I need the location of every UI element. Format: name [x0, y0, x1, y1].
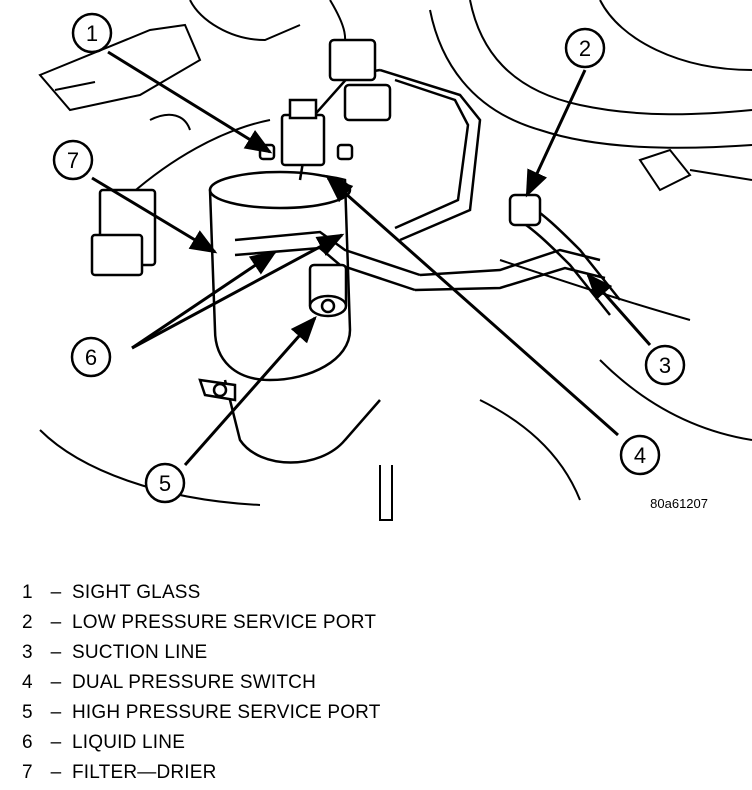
arrow-3 — [586, 272, 652, 346]
arrow-1 — [107, 50, 273, 154]
svg-text:7: 7 — [67, 148, 79, 173]
svg-text:1: 1 — [86, 21, 98, 46]
callout-2: 2 — [564, 27, 606, 69]
svg-text:2: 2 — [579, 36, 591, 61]
legend: 1–SIGHT GLASS 2–LOW PRESSURE SERVICE POR… — [22, 578, 381, 788]
legend-item: 5–HIGH PRESSURE SERVICE PORT — [22, 702, 381, 723]
legend-item: 7–FILTER—DRIER — [22, 762, 217, 783]
svg-text:4: 4 — [634, 443, 646, 468]
svg-text:6: 6 — [85, 345, 97, 370]
svg-text:3: 3 — [659, 353, 671, 378]
arrow-4 — [325, 176, 619, 437]
engine-bay-background — [38, 0, 752, 521]
callout-7: 7 — [52, 139, 94, 181]
legend-item: 6–LIQUID LINE — [22, 732, 186, 753]
legend-item: 1–SIGHT GLASS — [22, 582, 201, 603]
leader-arrows — [91, 50, 652, 466]
callout-5: 5 — [144, 462, 186, 504]
callout-1: 1 — [71, 12, 113, 54]
arrow-7 — [91, 176, 218, 254]
legend-item: 4–DUAL PRESSURE SWITCH — [22, 672, 316, 693]
svg-text:5: 5 — [159, 471, 171, 496]
figure-id: 80a61207 — [650, 496, 708, 511]
legend-item: 3–SUCTION LINE — [22, 642, 208, 663]
arrow-2 — [525, 69, 587, 198]
arrow-6b — [131, 233, 345, 350]
arrow-6a — [131, 250, 278, 350]
callout-3: 3 — [644, 344, 686, 386]
component-diagram: 1 2 3 4 5 6 7 80a61207 — [38, 0, 752, 521]
callouts: 1 2 3 4 5 6 7 — [52, 12, 686, 504]
arrow-5 — [183, 315, 317, 466]
callout-6: 6 — [70, 336, 112, 378]
callout-4: 4 — [619, 434, 661, 476]
legend-item: 2–LOW PRESSURE SERVICE PORT — [22, 612, 377, 633]
